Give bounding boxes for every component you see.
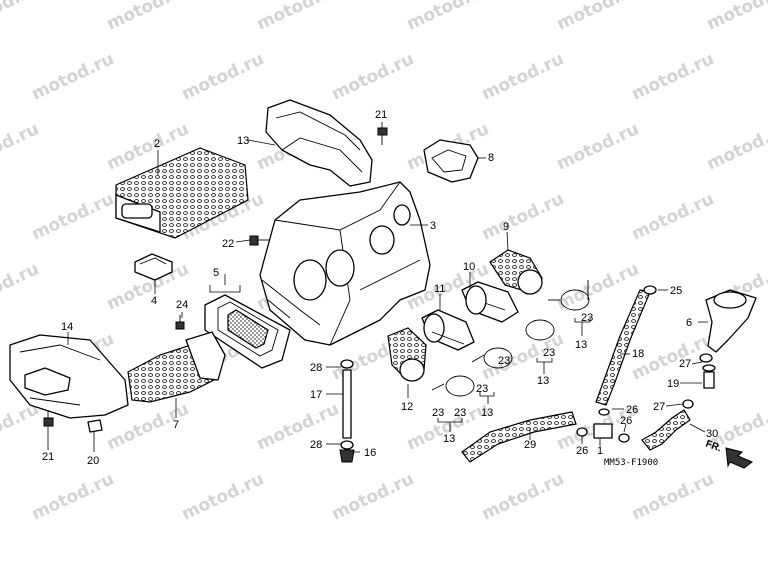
leader-lines [47, 122, 708, 453]
watermark-text: motod.ru [0, 119, 42, 174]
callout-15: 13 [237, 135, 249, 147]
callout-13-c: 13 [481, 407, 493, 419]
callout-23-b: 23 [543, 347, 555, 359]
watermark-text: motod.ru [329, 469, 417, 524]
part-3-air-cleaner-housing [259, 181, 431, 346]
callout-23-e: 23 [432, 407, 444, 419]
watermark-text: motod.ru [29, 469, 117, 524]
bolt-21-top [377, 127, 388, 145]
callout-26-left: 26 [576, 445, 588, 457]
callout-21-top: 21 [375, 109, 387, 121]
part-18-hose [595, 285, 657, 406]
callout-5: 5 [213, 267, 219, 279]
callout-20: 20 [87, 455, 99, 467]
bolt-22 [249, 235, 270, 246]
callout-18: 18 [632, 348, 644, 360]
callout-28-bottom: 28 [310, 439, 322, 451]
front-direction-arrow: FR. [704, 438, 753, 469]
callout-25: 25 [670, 285, 682, 297]
watermark-text: motod.ru [179, 49, 267, 104]
callout-30: 30 [706, 428, 718, 440]
callout-13-d: 13 [443, 433, 455, 445]
callout-26-mid: 26 [620, 415, 632, 427]
callout-23-a: 23 [581, 312, 593, 324]
watermark-text: motod.ru [29, 49, 117, 104]
callout-14: 14 [61, 321, 73, 333]
part-12-boot [387, 327, 427, 382]
callout-2: 2 [154, 138, 160, 150]
callout-12: 12 [401, 401, 413, 413]
callout-13-b: 13 [537, 375, 549, 387]
bolt-24 [175, 315, 185, 330]
watermark-text: motod.ru [629, 49, 717, 104]
callout-1: 1 [597, 445, 603, 457]
watermark-text: motod.ru [629, 189, 717, 244]
callout-27-top: 27 [679, 358, 691, 370]
callout-26-right: 26 [626, 404, 638, 416]
part-10-funnel [461, 281, 519, 323]
watermark-text: motod.ru [554, 0, 642, 35]
watermark-text: motod.ru [0, 259, 42, 314]
part-1-joint [576, 408, 630, 443]
watermark-text: motod.ru [554, 119, 642, 174]
watermark-text: motod.ru [0, 0, 42, 35]
callout-28-top: 28 [310, 362, 322, 374]
watermark-text: motod.ru [254, 399, 342, 454]
part-29-hose [461, 411, 577, 463]
watermark-text: motod.ru [254, 0, 342, 35]
callout-27-bottom: 27 [653, 401, 665, 413]
watermark-text: motod.ru [404, 0, 492, 35]
part-2-air-filter [115, 147, 249, 239]
callout-22: 22 [222, 238, 234, 250]
part-8-cover [423, 139, 479, 183]
part-20-label-plate [87, 419, 103, 433]
callout-17: 17 [310, 389, 322, 401]
direction-label: FR. [704, 438, 723, 454]
part-19-joint [682, 353, 716, 409]
watermark-text: motod.ru [479, 49, 567, 104]
watermark-text: motod.ru [479, 189, 567, 244]
part-30-hose [641, 409, 691, 451]
part-9-boot [489, 249, 543, 295]
part-7-intake-tube [127, 331, 226, 403]
watermark-text: motod.ru [329, 49, 417, 104]
callout-29: 29 [524, 439, 536, 451]
bolt-21-bottom [43, 410, 54, 427]
callout-19: 19 [667, 378, 679, 390]
callout-9: 9 [503, 221, 509, 233]
callout-10: 10 [463, 261, 475, 273]
callout-23-c: 23 [498, 355, 510, 367]
callout-11: 11 [434, 283, 445, 295]
callout-3: 3 [430, 220, 436, 232]
callout-labels: 2 13 21 8 3 22 5 4 24 14 7 21 20 28 17 2… [42, 109, 718, 467]
drain-assembly [339, 359, 355, 463]
watermark-text: motod.ru [704, 119, 768, 174]
watermark-text: motod.ru [704, 0, 768, 35]
part-5-gasket [204, 294, 291, 369]
watermark-text: motod.ru [479, 469, 567, 524]
diagram-code: MM53-F1900 [604, 458, 658, 468]
part-6-breather [705, 289, 757, 353]
watermark-text: motod.ru [104, 0, 192, 35]
callout-6: 6 [686, 317, 692, 329]
callout-21-bottom: 21 [42, 451, 54, 463]
part-15-upper-duct [265, 99, 373, 187]
callout-8: 8 [488, 152, 494, 164]
watermark-text: motod.ru [629, 469, 717, 524]
callout-4: 4 [151, 295, 157, 307]
watermark-text: motod.ru [554, 259, 642, 314]
watermark-text: motod.ru [29, 189, 117, 244]
callout-7: 7 [173, 419, 179, 431]
callout-23-d: 23 [476, 383, 488, 395]
callout-13-a: 13 [575, 339, 587, 351]
part-4-grommet [134, 253, 173, 281]
part-14-intake-duct [9, 334, 129, 419]
callout-24: 24 [176, 299, 188, 311]
part-11-funnel [421, 309, 475, 351]
clamp-set [431, 280, 590, 397]
callout-23-f: 23 [454, 407, 466, 419]
watermark-text: motod.ru [179, 469, 267, 524]
callout-16: 16 [364, 447, 376, 459]
